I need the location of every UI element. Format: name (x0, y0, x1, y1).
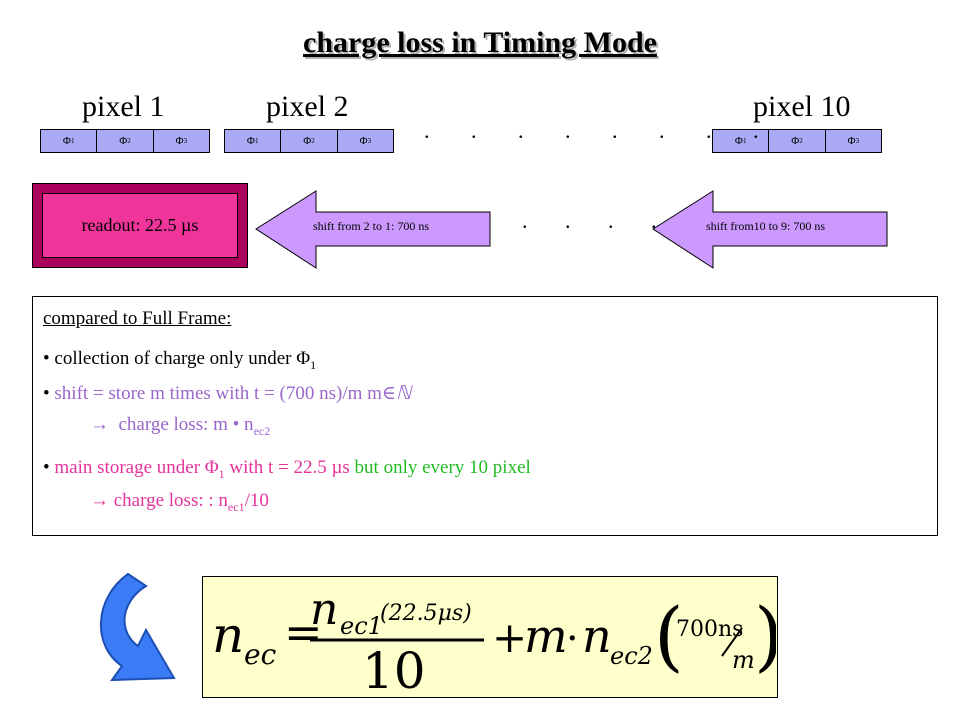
shift-arrow-2-to-1 (255, 190, 491, 269)
phase-sub: 3 (855, 137, 860, 145)
formula-numerator-arg: (22.5μs) (380, 601, 472, 626)
main-loss-line: → charge loss: : nec1/10 (90, 490, 269, 515)
phase-sub: 1 (254, 137, 259, 145)
formula-numerator-sub: ec1 (340, 612, 383, 640)
phase-sub: 3 (367, 137, 372, 145)
formula-lhs-sub: ec (244, 638, 277, 671)
phase-sub: 2 (799, 137, 803, 145)
phase-sub: 1 (742, 137, 747, 145)
formula-numerator-n: n (310, 584, 338, 635)
pixel-1-label: pixel 1 (82, 90, 165, 123)
phase-symbol: Φ (303, 135, 312, 147)
curved-arrow-icon (100, 572, 176, 682)
phase-symbol: Φ (791, 135, 800, 147)
main-storage-sub: 1 (218, 466, 225, 481)
shift-loss-sub: ec2 (253, 423, 271, 438)
bullet: • (43, 348, 50, 369)
implies-arrow-icon: → (90, 490, 109, 511)
shift-text: shift = store m times with t = (700 ns)/… (54, 383, 396, 404)
comparison-heading: compared to Full Frame: (43, 308, 232, 329)
phase-symbol: Φ (359, 135, 368, 147)
formula-plus: + (492, 613, 527, 662)
bullet: • (43, 383, 50, 404)
phase-symbol: Φ (246, 135, 255, 147)
phase-sub: 1 (70, 137, 75, 145)
main-storage-time: with t = 22.5 µs (224, 457, 350, 478)
phase-sub: 2 (311, 137, 315, 145)
phase-symbol: Φ (62, 135, 71, 147)
phase-symbol: Φ (734, 135, 743, 147)
formula-term2-n: n (582, 609, 612, 663)
implies-arrow-icon: → (90, 414, 109, 435)
formula-box (202, 576, 778, 698)
formula-term2-sub: ec2 (610, 642, 653, 670)
collection-line: • collection of charge only under Φ1 (43, 348, 316, 373)
main-loss-text: charge loss: : n (113, 490, 228, 511)
formula-inner-numerator: 700ns (676, 617, 743, 642)
formula-lhs: n (212, 606, 244, 664)
natural-numbers-symbol: ℕ (396, 383, 412, 404)
collection-sub: 1 (310, 357, 317, 372)
formula-paren-open: ( (654, 591, 684, 680)
formula-denominator: 10 (362, 642, 426, 696)
shift-loss-text: charge loss: m • n (118, 414, 254, 435)
pixel-10-label: pixel 10 (753, 90, 851, 123)
formula-paren-close: ) (754, 591, 776, 680)
formula-dot: · (566, 616, 579, 662)
main-loss-sub: ec1 (227, 499, 245, 514)
bullet: • (43, 457, 50, 478)
readout-label: readout: 22.5 µs (81, 215, 199, 235)
phase-symbol: Φ (175, 135, 184, 147)
phase-sub: 3 (183, 137, 188, 145)
readout-box: readout: 22.5 µs (42, 193, 238, 258)
collection-text: collection of charge only under Φ (54, 348, 311, 369)
formula-slash (721, 627, 743, 657)
page-title: charge loss in Timing Mode (303, 26, 657, 59)
main-storage-line: • main storage under Φ1 with t = 22.5 µs… (43, 457, 531, 482)
formula-inner-denominator: m (732, 646, 755, 674)
formula-m: m (524, 609, 568, 663)
pixel-2-label: pixel 2 (266, 90, 349, 123)
main-loss-tail: /10 (244, 490, 269, 511)
shift-arrow-2-to-1-label: shift from 2 to 1: 700 ns (313, 219, 429, 233)
shift-arrow-10-to-9-label: shift from10 to 9: 700 ns (706, 219, 825, 233)
shift-arrow-10-to-9 (652, 190, 888, 269)
shift-loss-line: → charge loss: m • nec2 (90, 414, 270, 439)
main-storage-every-pixel: but only every 10 pixel (349, 457, 531, 478)
main-storage-text: main storage under Φ (54, 457, 219, 478)
pixel-ellipsis: . . . . . . . . (424, 118, 777, 143)
phase-symbol: Φ (847, 135, 856, 147)
charge-loss-formula: n ec = n ec1 (22.5μs) 10 + m · n ec2 ( 7… (212, 584, 776, 696)
formula-equals: = (284, 605, 323, 659)
comparison-box (32, 296, 938, 536)
phase-sub: 2 (127, 137, 131, 145)
shift-line: • shift = store m times with t = (700 ns… (43, 382, 411, 405)
shift-ellipsis: . . . . (522, 208, 673, 233)
phase-symbol: Φ (119, 135, 128, 147)
